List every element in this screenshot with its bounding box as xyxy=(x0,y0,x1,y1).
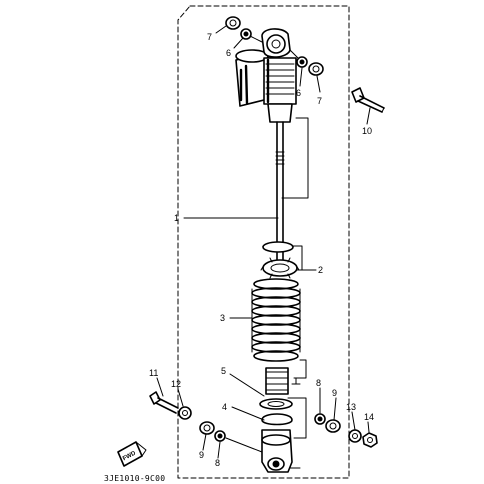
washer-13 xyxy=(348,429,362,443)
bolt-10 xyxy=(351,87,385,113)
label-14: 14 xyxy=(364,412,374,422)
bushing-8-left xyxy=(214,430,226,442)
collar-9-right xyxy=(325,419,341,433)
label-11: 11 xyxy=(149,368,158,378)
label-4: 4 xyxy=(222,402,227,412)
collar-7-right xyxy=(308,62,324,76)
bushing-8-right xyxy=(314,413,326,425)
label-3: 3 xyxy=(220,313,225,323)
label-9-left: 9 xyxy=(199,450,204,460)
part-number-labels: 7 6 6 7 10 1 2 3 5 4 11 12 9 8 8 9 13 14 xyxy=(149,32,374,468)
washer-12 xyxy=(178,406,192,420)
label-10: 10 xyxy=(362,126,372,136)
reservoir-and-body xyxy=(235,28,297,261)
forward-direction-badge: FWD xyxy=(117,441,147,467)
label-8-left: 8 xyxy=(215,458,220,468)
label-5: 5 xyxy=(221,366,226,376)
bushing-6-left xyxy=(240,28,252,40)
label-2: 2 xyxy=(318,265,323,275)
lower-damper xyxy=(259,367,293,473)
label-7-left: 7 xyxy=(207,32,212,42)
drawing-code: 3JE1010-9C00 xyxy=(104,474,165,483)
label-9-right: 9 xyxy=(332,388,337,398)
collar-7-left xyxy=(225,16,241,30)
label-12: 12 xyxy=(171,379,181,389)
label-6-right: 6 xyxy=(296,88,301,98)
spring-seat-nut xyxy=(260,241,300,279)
label-6-left: 6 xyxy=(226,48,231,58)
coil-spring xyxy=(251,278,301,362)
bushing-6-right xyxy=(296,56,308,68)
nut-14 xyxy=(362,432,378,448)
leader-lines xyxy=(156,25,371,459)
label-13: 13 xyxy=(346,402,356,412)
assembly-boundary xyxy=(177,5,350,479)
label-1: 1 xyxy=(174,213,179,223)
label-7-right: 7 xyxy=(317,96,322,106)
bolt-11 xyxy=(149,391,179,414)
label-8-right: 8 xyxy=(316,378,321,388)
collar-9-left xyxy=(199,421,215,435)
